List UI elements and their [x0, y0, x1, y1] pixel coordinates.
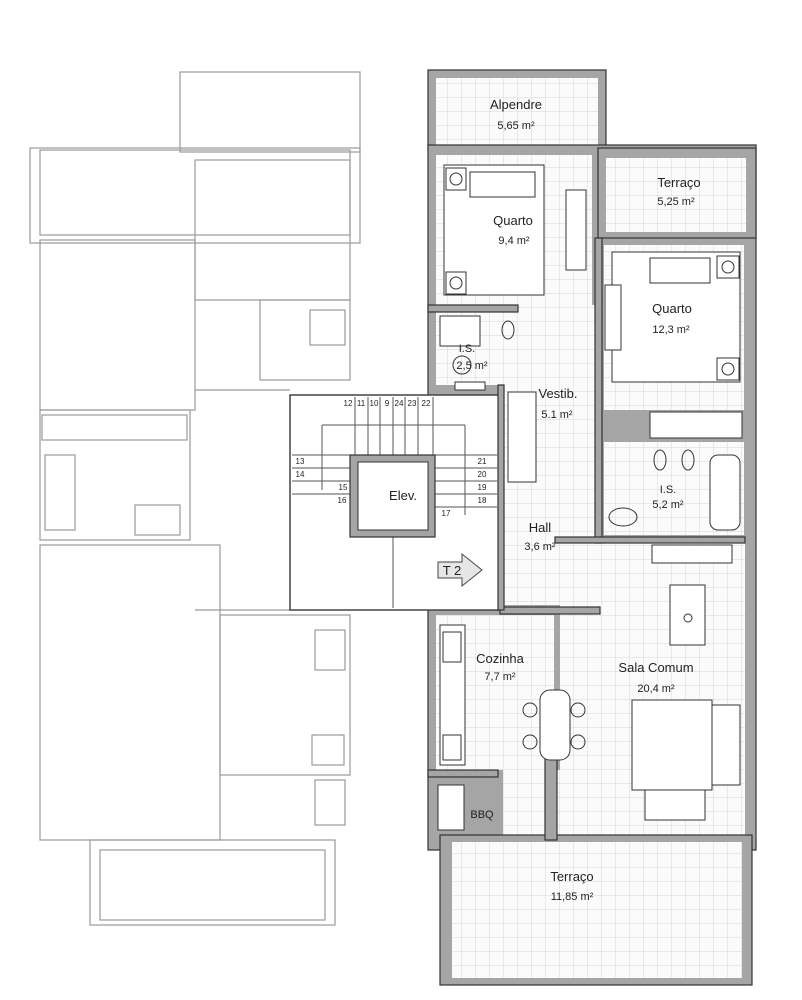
quarto-1-label: Quarto — [493, 213, 533, 228]
stairwell: Elev. 12 11 10 9 24 23 22 13 14 15 16 21… — [289, 384, 505, 611]
plan-text: 17 — [442, 509, 451, 518]
terraco-bottom-floor — [452, 842, 742, 978]
dining-table — [669, 584, 706, 646]
sala-label: Sala Comum — [618, 660, 693, 675]
plan-text: 24 — [395, 399, 404, 408]
plan-text: 13 — [296, 457, 305, 466]
alpendre-label: Alpendre — [490, 97, 542, 112]
plan-text: 18 — [478, 496, 487, 505]
coffee-table — [631, 699, 713, 791]
terraco-bottom-label: Terraço — [550, 869, 593, 884]
plan-text: 19 — [478, 483, 487, 492]
quarto-2-area: 12,3 m² — [652, 324, 690, 336]
plan-text: 16 — [338, 496, 347, 505]
plan-text: 20 — [478, 470, 487, 479]
plan-text: 11 — [357, 399, 366, 408]
vestib-area: 5.1 m² — [541, 409, 573, 421]
bathtub — [709, 454, 741, 531]
neighbour-unit-outline — [29, 71, 361, 926]
quarto-1-area: 9,4 m² — [498, 235, 530, 247]
is-1-label: I.S. — [459, 343, 476, 355]
is-1-area: 2,5 m² — [456, 360, 488, 372]
quarto-2-label: Quarto — [652, 301, 692, 316]
terraco-bottom-area: 11,85 m² — [551, 891, 594, 903]
bbq-grill — [437, 784, 465, 831]
room-labels: Alpendre 5,65 m² Terraço 5,25 m² Quarto … — [456, 97, 700, 903]
hall-area: 3,6 m² — [524, 541, 556, 553]
plan-text: 15 — [339, 483, 348, 492]
elevator-label: Elev. — [389, 488, 417, 503]
stair-numbers-right: 21 20 19 18 17 — [442, 457, 487, 518]
furniture — [437, 164, 743, 831]
plan-text: 9 — [385, 399, 390, 408]
alpendre-area: 5,65 m² — [497, 120, 535, 132]
plan-text: 14 — [296, 470, 305, 479]
vestib-label: Vestib. — [538, 386, 577, 401]
terraco-top-area: 5,25 m² — [657, 196, 695, 208]
cozinha-area: 7,7 m² — [484, 671, 516, 683]
stair-numbers-left: 13 14 15 16 — [296, 457, 348, 505]
plan-text: T 2 — [443, 563, 462, 578]
plan-text: 21 — [478, 457, 487, 466]
plan-text: 10 — [370, 399, 379, 408]
hall-label: Hall — [529, 520, 552, 535]
cozinha-label: Cozinha — [476, 651, 524, 666]
stair-numbers-top: 12 11 10 9 24 23 22 — [344, 399, 431, 408]
closet — [507, 391, 537, 483]
is-2-area: 5,2 m² — [652, 499, 684, 511]
kitchen-table — [539, 689, 571, 761]
plan-text: 23 — [408, 399, 417, 408]
plan-text: 22 — [422, 399, 431, 408]
terraco-top-label: Terraço — [657, 175, 700, 190]
wardrobe — [649, 411, 743, 439]
unit-arrow-icon: T 2 — [437, 552, 483, 588]
is-2-label: I.S. — [660, 484, 677, 496]
plan-text: 12 — [344, 399, 353, 408]
bbq-label: BBQ — [470, 809, 494, 821]
sala-area: 20,4 m² — [637, 683, 675, 695]
